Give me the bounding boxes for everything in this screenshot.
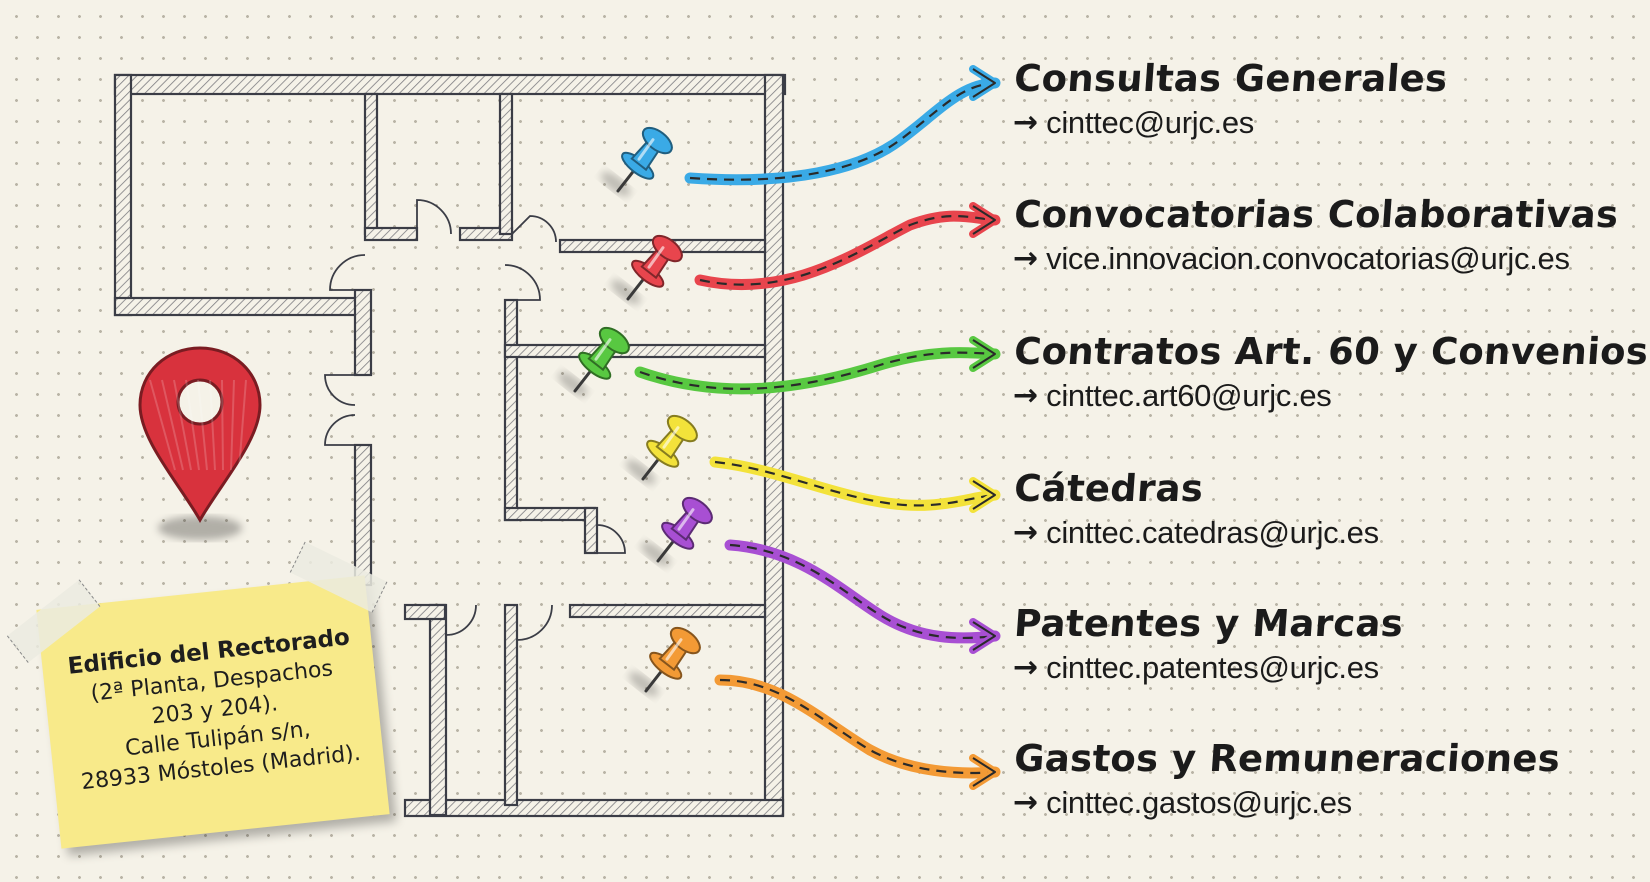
wall [113,73,133,317]
pushpin-icon [600,126,673,197]
connector-dash [639,351,996,390]
contact-email-link[interactable]: cinttec.gastos@urjc.es [1046,785,1352,820]
contact-category-title: Contratos Art. 60 y Convenios [1012,330,1650,373]
wall [503,298,519,522]
contact-email-link[interactable]: vice.innovacion.convocatorias@urjc.es [1046,241,1570,276]
wall [503,506,597,522]
contact-2: Convocatorias Colaborativas →vice.innovac… [1012,193,1620,274]
connector-dash [714,460,996,507]
floor-plan-diagram [113,65,1001,818]
contact-category-title: Consultas Generales [1012,57,1449,100]
floor-plan [113,73,787,818]
address-sticky-note: Edificio del Rectorado (2ª Planta, Despa… [6,541,390,849]
contact-email-row: →cinttec.gastos@urjc.es [1013,787,1559,818]
contact-1: Consultas Generales →cinttec@urjc.es [1012,57,1449,138]
door-swing [416,199,452,235]
connector-dash [729,543,996,640]
pushpin-icon [628,626,701,697]
wall [403,603,447,621]
connector-arrow [684,77,1001,186]
contact-category-title: Patentes y Marcas [1012,602,1405,645]
contact-email-row: →cinttec.art60@urjc.es [1013,380,1647,411]
door-swing [445,604,477,636]
contact-6: Gastos y Remuneraciones →cinttec.gastos@u… [1012,737,1562,818]
contact-email-link[interactable]: cinttec.patentes@urjc.es [1046,650,1379,685]
wall [363,226,419,242]
arrow-right-icon: → [1013,514,1039,550]
wall [113,73,787,96]
wall [498,92,514,236]
door-swing [511,215,557,243]
pushpin-icon [625,414,698,485]
connector-dash [719,678,996,775]
contact-3: Contratos Art. 60 y Convenios →cinttec.ar… [1012,330,1650,411]
contact-category-title: Convocatorias Colaborativas [1012,193,1620,236]
address-text: Edificio del Rectorado (2ª Planta, Despa… [63,623,367,798]
contact-email-link[interactable]: cinttec.catedras@urjc.es [1046,515,1379,550]
contact-email-row: →cinttec.patentes@urjc.es [1013,652,1402,683]
contact-email-link[interactable]: cinttec.art60@urjc.es [1046,378,1332,413]
wall [353,443,373,587]
contact-category-title: Gastos y Remuneraciones [1012,737,1562,780]
arrow-right-icon: → [1013,784,1039,820]
door-swing [324,374,356,406]
door-swing [504,264,541,301]
wall [568,603,767,619]
contact-category-title: Cátedras [1012,467,1205,510]
arrow-right-icon: → [1013,649,1039,685]
location-pin-icon [138,346,262,540]
contact-5: Patentes y Marcas →cinttec.patentes@urjc.… [1012,602,1405,683]
door-swing [516,604,553,641]
connector-arrow [714,674,1001,779]
door-swing [324,414,356,446]
wall [763,73,785,817]
wall [503,343,767,359]
contact-email-row: →cinttec@urjc.es [1013,107,1446,138]
pushpin-icon [640,496,713,567]
wall [583,506,599,555]
wall [353,288,373,377]
pushpin-icon [610,234,683,305]
connector-dash [689,81,996,181]
door-swing [596,524,626,554]
wall [428,603,448,817]
contact-email-row: →vice.innovacion.convocatorias@urjc.es [1013,243,1617,274]
wall [113,296,367,317]
contact-4: Cátedras →cinttec.catedras@urjc.es [1012,467,1379,548]
wall [403,798,785,818]
connector-dash [699,215,996,286]
door-swing [329,254,366,291]
contact-email-row: →cinttec.catedras@urjc.es [1013,517,1379,548]
wall [363,92,379,236]
arrow-right-icon: → [1013,377,1039,413]
pushpin-icon [557,326,630,397]
contact-email-link[interactable]: cinttec@urjc.es [1046,105,1255,140]
arrow-right-icon: → [1013,104,1039,140]
arrow-right-icon: → [1013,240,1039,276]
wall [503,603,519,807]
